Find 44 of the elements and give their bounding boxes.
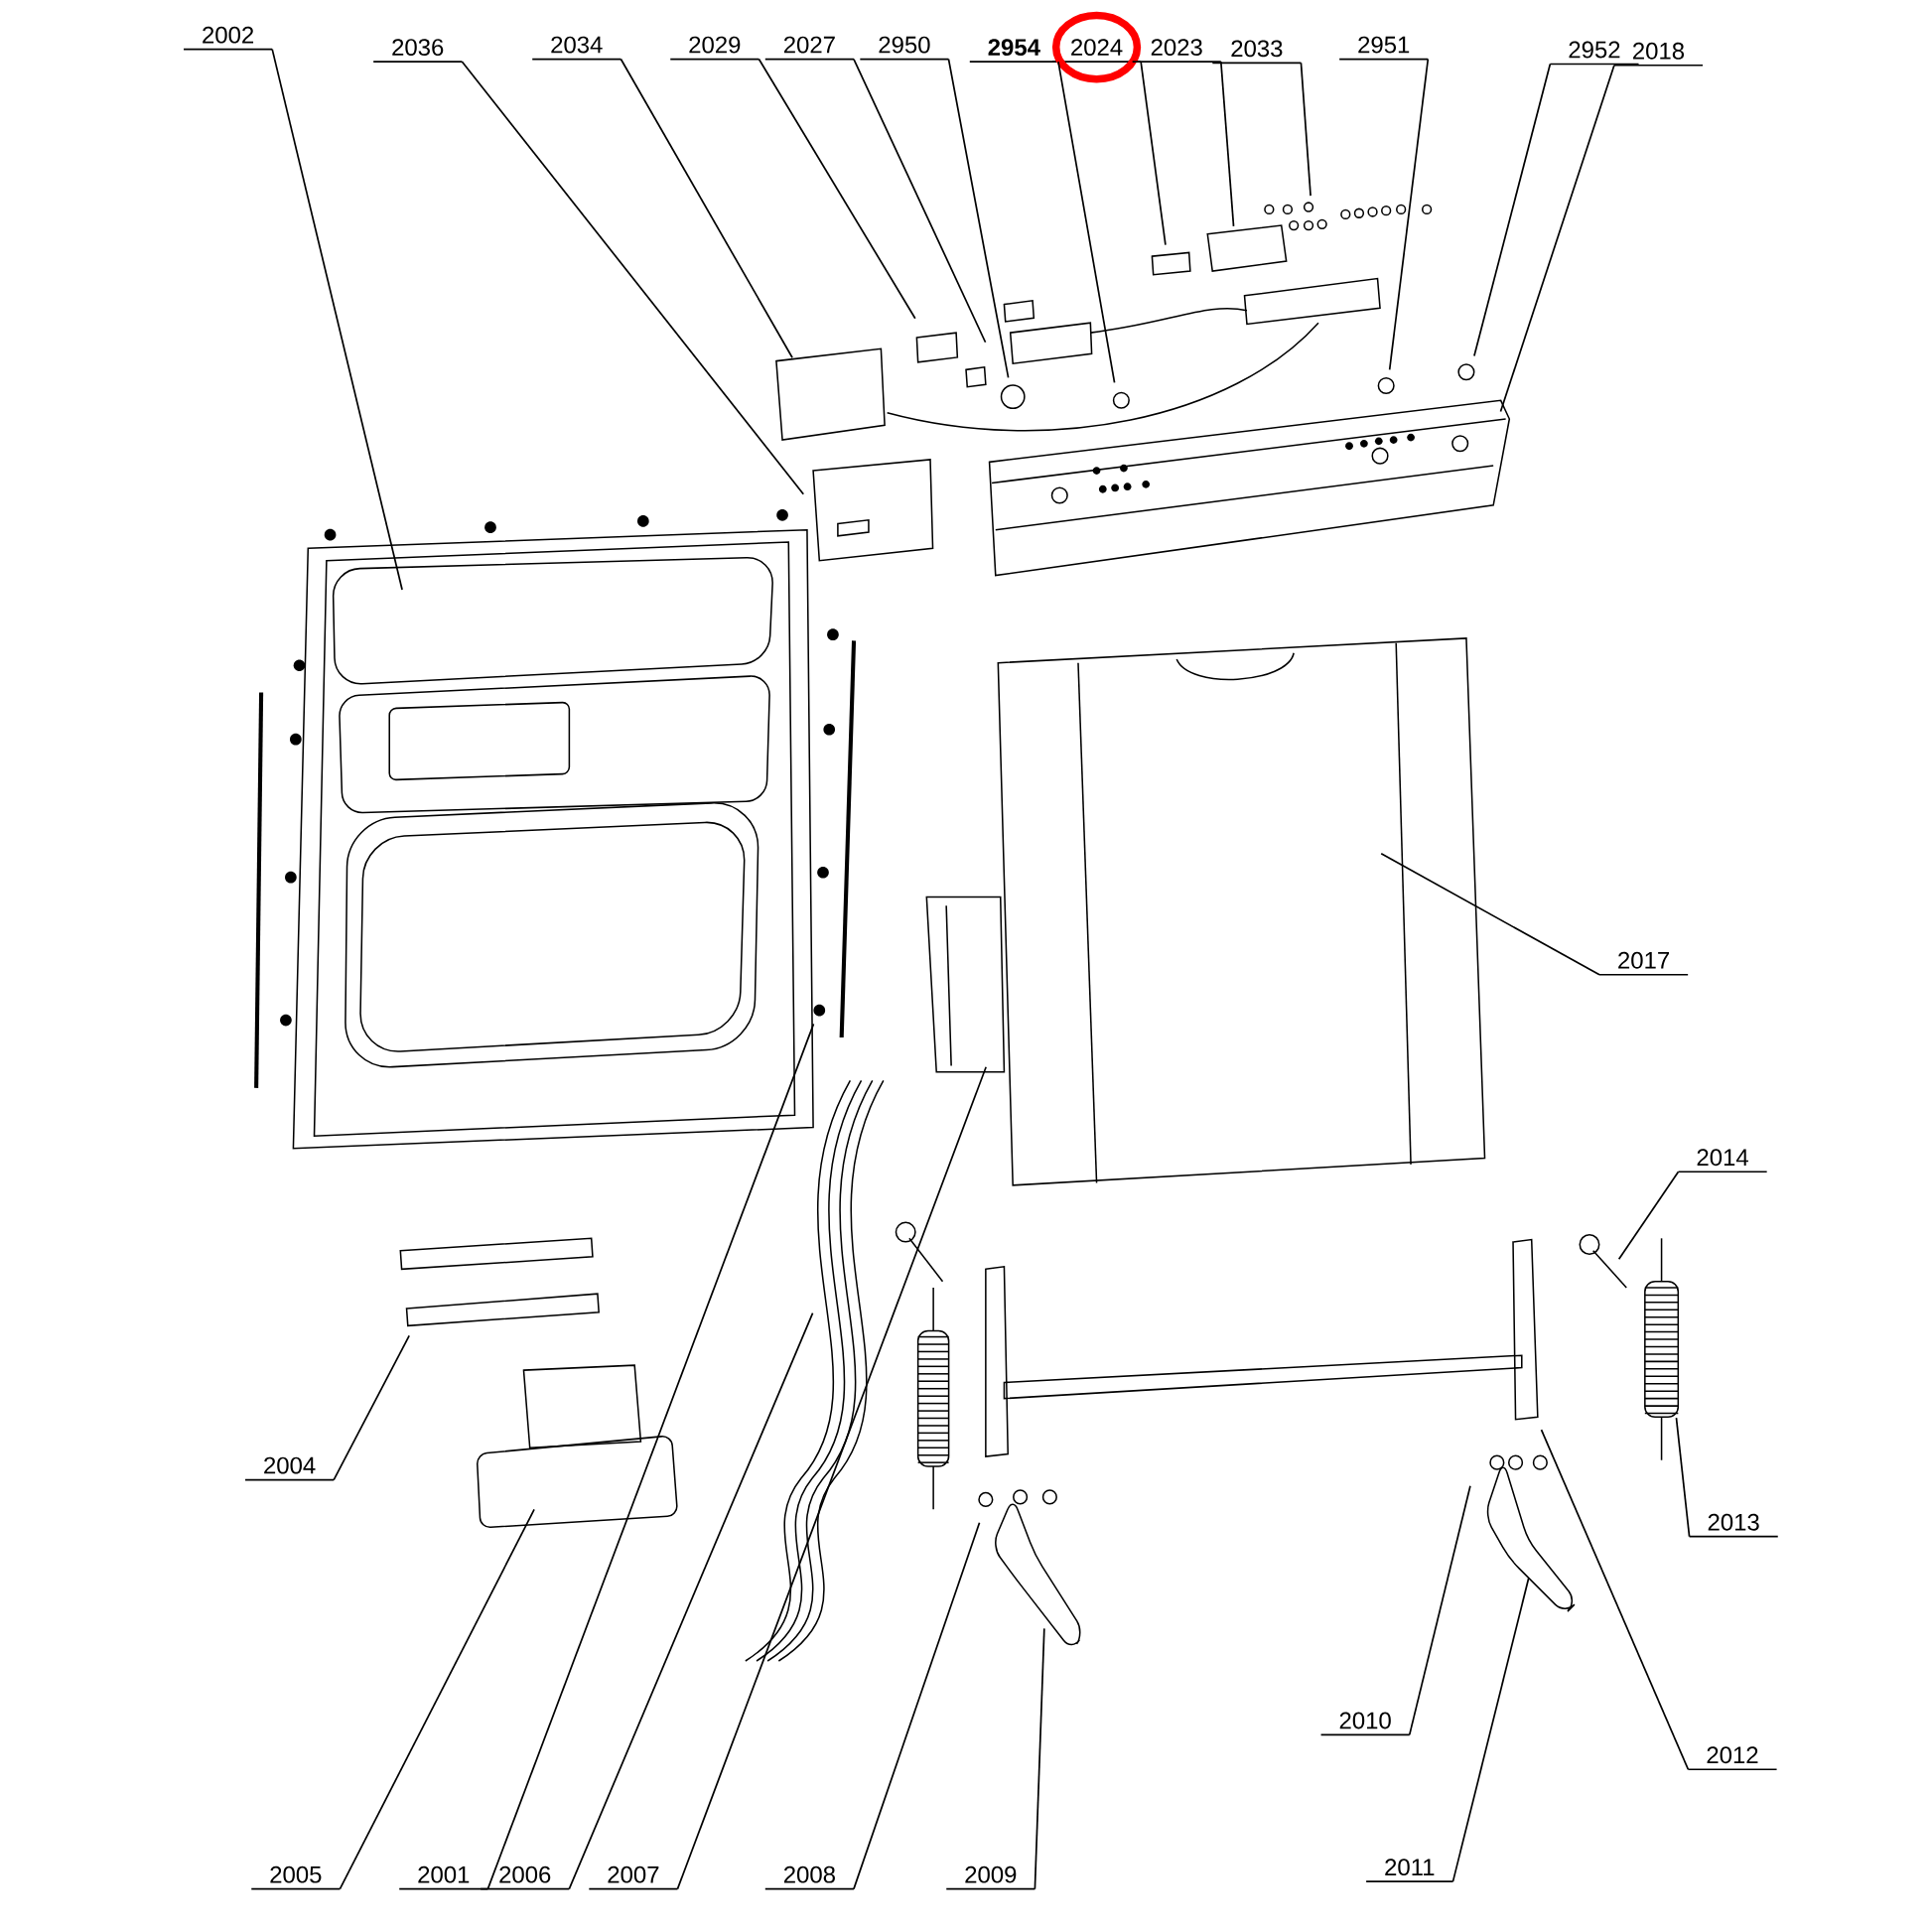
leader-line (676, 1065, 987, 1890)
leader-line (1388, 58, 1430, 371)
leader-line (1034, 1627, 1045, 1890)
leader-line (947, 58, 1010, 379)
callout-number: 2036 (372, 39, 464, 63)
leader-line (1617, 1171, 1680, 1261)
leader-line (1675, 1417, 1691, 1538)
callout-number: 2009 (945, 1865, 1036, 1890)
leader-line (1499, 64, 1615, 413)
leader-line (853, 1521, 981, 1890)
callout-number: 2034 (531, 36, 622, 61)
callout-number: 2010 (1319, 1712, 1411, 1736)
leader-line (1408, 1484, 1471, 1736)
callout-number: 2951 (1338, 36, 1430, 61)
leader-line (1473, 63, 1552, 357)
callout-number: 2029 (669, 36, 760, 61)
callout-number: 2017 (1598, 951, 1689, 976)
callout-number: 2027 (763, 36, 855, 61)
callout-number: 2013 (1688, 1513, 1779, 1538)
leader-line (620, 58, 793, 359)
leader-line (1057, 61, 1116, 384)
callout-number: 2002 (183, 26, 274, 51)
callout-number: 2011 (1365, 1859, 1454, 1882)
leader-line (568, 1311, 814, 1890)
leader-line (339, 1508, 535, 1890)
leader-line (853, 58, 987, 344)
leader-line (271, 48, 403, 591)
callout-number: 2007 (588, 1865, 679, 1890)
leader-line (333, 1334, 411, 1481)
callout-number: 2012 (1687, 1746, 1778, 1771)
callout-number: 2005 (250, 1865, 342, 1890)
leader-line (1540, 1429, 1690, 1771)
callout-number: 2004 (244, 1456, 336, 1481)
leader-line (1300, 62, 1311, 197)
callout-number: 2014 (1677, 1149, 1768, 1173)
callout-number: 2008 (763, 1865, 855, 1890)
leader-line (1140, 61, 1167, 246)
leader-line (486, 1023, 815, 1890)
leader-line (758, 58, 916, 320)
leader-line (461, 61, 805, 495)
leader-line (1380, 853, 1600, 976)
callout-number: 2950 (859, 36, 950, 61)
leader-line (1451, 1578, 1530, 1882)
leader-line (1219, 61, 1235, 227)
